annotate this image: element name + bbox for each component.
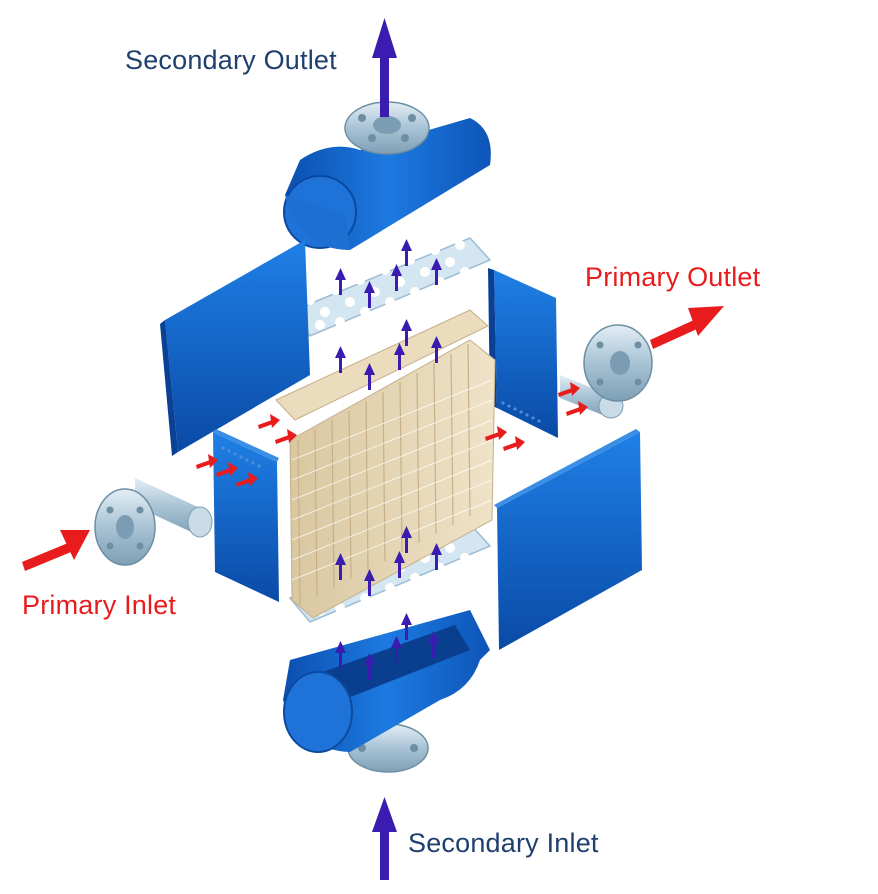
secondary-outlet-flange (344, 101, 430, 155)
primary-outlet-label: Primary Outlet (585, 262, 761, 292)
secondary-outlet-arrow (372, 18, 397, 117)
primary-outlet-flange (583, 324, 653, 402)
primary-inlet-arrow (22, 530, 90, 571)
primary-inlet-flange (94, 488, 156, 566)
primary-outlet-arrow (650, 306, 724, 349)
front-left-panel (213, 429, 279, 602)
front-right-panel (494, 429, 642, 650)
secondary-inlet-header (283, 610, 490, 753)
primary-inlet-pipe (135, 478, 213, 538)
back-right-panel (488, 268, 558, 438)
finned-core (275, 309, 496, 619)
back-left-panel (160, 240, 310, 456)
secondary-outlet-label: Secondary Outlet (125, 45, 337, 75)
secondary-inlet-label: Secondary Inlet (408, 828, 599, 858)
secondary-outlet-header (283, 118, 491, 250)
secondary-flow-arrows (335, 18, 442, 880)
primary-flow-arrows (22, 306, 724, 571)
primary-inlet-label: Primary Inlet (22, 590, 177, 620)
secondary-inlet-arrow (372, 797, 397, 880)
